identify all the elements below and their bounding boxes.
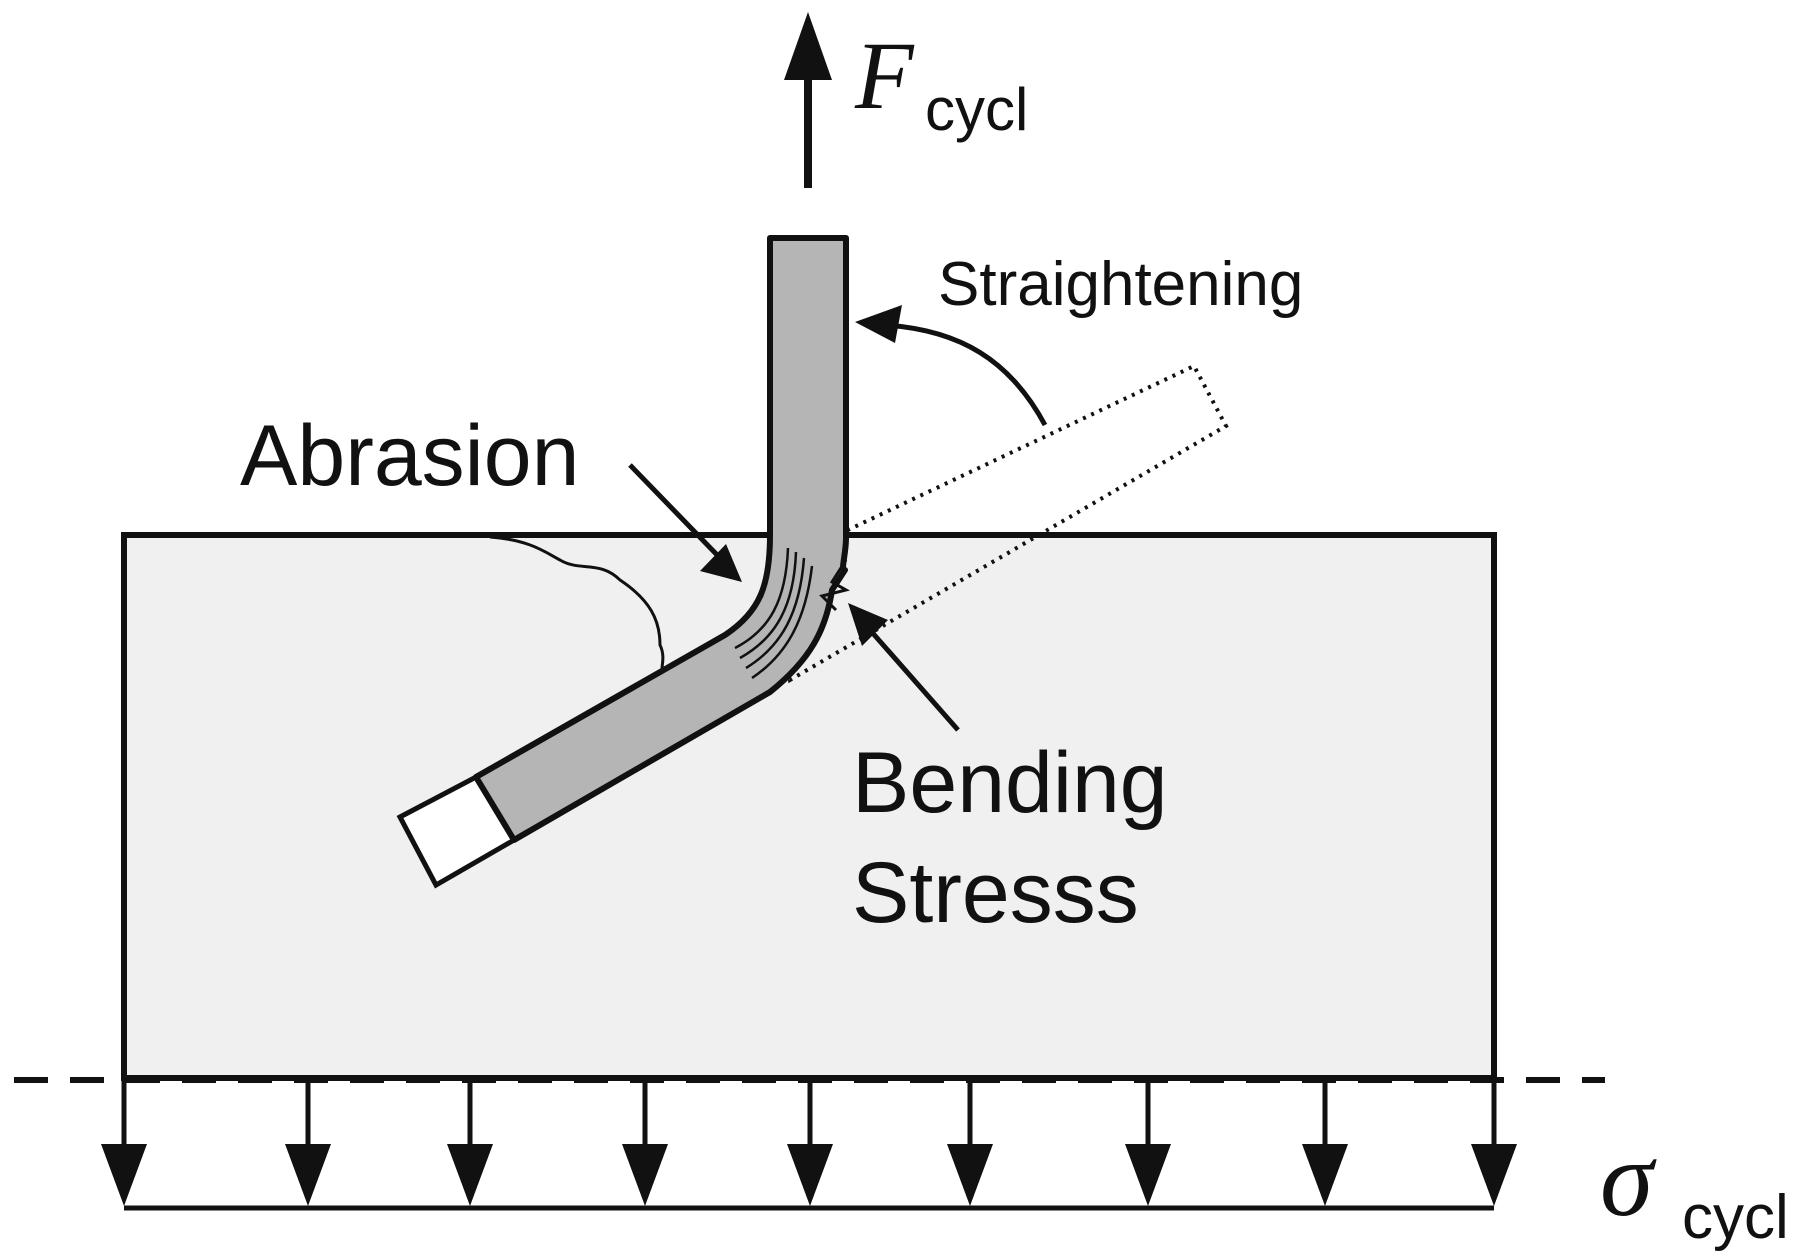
- load-arrow: [1125, 1080, 1171, 1206]
- bending-stress-arrow: [848, 603, 960, 732]
- force-symbol-label: F: [854, 22, 915, 129]
- force-arrow: [784, 12, 832, 188]
- load-arrow: [1471, 1080, 1517, 1206]
- load-arrow: [447, 1080, 493, 1206]
- load-arrow: [101, 1080, 147, 1206]
- load-arrow: [787, 1080, 833, 1206]
- distributed-load-arrows: [101, 1080, 1517, 1206]
- abrasion-arrow: [628, 463, 742, 582]
- load-arrow: [622, 1080, 668, 1206]
- abrasion-label: Abrasion: [240, 408, 579, 504]
- abrasion-marks: [734, 547, 814, 680]
- stress-symbol-label: σ: [1600, 1120, 1657, 1239]
- stress-subscript-label: cycl: [1682, 1183, 1789, 1252]
- spall-crack-line: [489, 535, 665, 669]
- original-fiber-outline: [771, 363, 1229, 684]
- straightening-arrow: [855, 305, 1048, 427]
- load-arrow: [285, 1080, 331, 1206]
- load-arrow: [947, 1080, 993, 1206]
- load-arrow: [1302, 1080, 1348, 1206]
- bending-crack: [819, 559, 850, 612]
- straightening-label: Straightening: [938, 250, 1303, 319]
- bending-label-line2: Stresss: [852, 845, 1139, 941]
- bending-label-line1: Bending: [852, 735, 1168, 831]
- force-subscript-label: cycl: [925, 76, 1028, 143]
